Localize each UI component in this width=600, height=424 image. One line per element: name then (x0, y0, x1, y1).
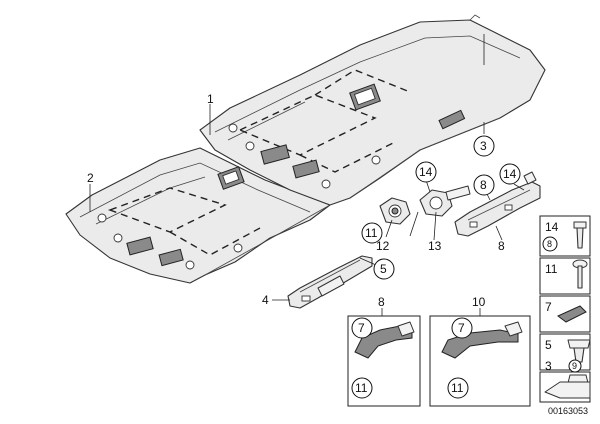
svg-text:3: 3 (480, 139, 487, 153)
callout-2: 2 (87, 171, 94, 185)
grab-handle-detail-8[interactable] (354, 321, 415, 359)
callout-7-inset-8: 7 (351, 317, 373, 339)
callout-10: 10 (472, 295, 486, 309)
callout-8-inset: 8 (378, 295, 385, 309)
svg-text:14: 14 (503, 167, 517, 181)
svg-text:11: 11 (451, 381, 464, 395)
rivet-icon (572, 259, 588, 289)
svg-text:8: 8 (480, 178, 487, 192)
coat-hook-part-13[interactable] (419, 185, 471, 217)
callout-7-inset-10: 7 (451, 317, 473, 339)
callout-8-bracket: 8 (498, 239, 505, 253)
legend-column (539, 215, 591, 403)
screw-icon (573, 221, 587, 249)
inset-frame-8 (347, 315, 421, 407)
legend-8-circle: 8 (542, 236, 558, 252)
svg-text:11: 11 (365, 226, 378, 240)
callout-5: 5 (373, 258, 395, 280)
svg-text:7: 7 (358, 321, 365, 335)
pad-icon (557, 305, 587, 323)
callout-14-left: 14 (415, 161, 437, 183)
arrow-symbol-icon (544, 381, 591, 399)
clip-icon (567, 339, 591, 363)
callout-11-inset-10: 11 (447, 377, 469, 399)
svg-text:7: 7 (458, 321, 465, 335)
svg-text:9: 9 (572, 361, 577, 371)
headliner-part-2[interactable] (65, 147, 331, 284)
svg-text:11: 11 (355, 381, 368, 395)
leader-lines (89, 34, 525, 316)
bracket-part-4[interactable] (287, 255, 373, 309)
diagram-id: 00163053 (548, 406, 588, 416)
svg-text:5: 5 (380, 262, 387, 276)
callout-1: 1 (207, 92, 214, 106)
legend-7: 7 (545, 300, 552, 314)
headliner-part-1[interactable] (199, 14, 546, 206)
svg-text:8: 8 (547, 239, 552, 249)
coat-hook-part-12[interactable] (379, 197, 411, 225)
legend-3: 3 (545, 359, 552, 373)
callout-11: 11 (361, 222, 383, 244)
handle-bracket-part-8[interactable] (454, 171, 541, 237)
legend-9-circle: 9 (568, 359, 582, 373)
legend-11: 11 (545, 262, 558, 276)
callout-12: 12 (376, 239, 390, 253)
legend-14: 14 (545, 220, 559, 234)
callout-3: 3 (473, 135, 495, 157)
callout-4: 4 (262, 293, 269, 307)
callout-11-inset-8: 11 (351, 377, 373, 399)
callout-13: 13 (428, 239, 442, 253)
callout-14-right: 14 (499, 163, 521, 185)
legend-5: 5 (545, 338, 552, 352)
svg-text:14: 14 (419, 165, 433, 179)
callout-8-circle: 8 (473, 174, 495, 196)
